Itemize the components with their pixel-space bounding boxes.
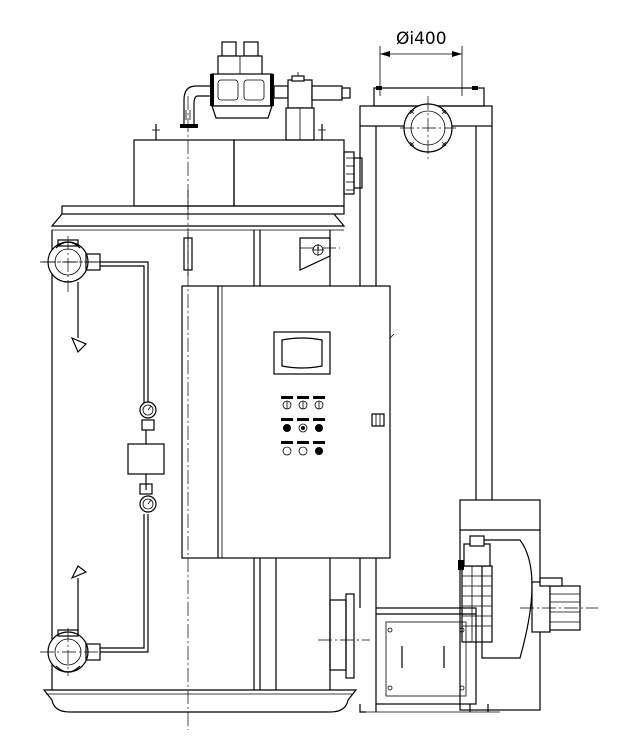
indicator-lights-row-2	[281, 441, 325, 456]
burner-gas-train	[180, 41, 351, 141]
base-cabinet	[359, 607, 500, 713]
indicator-lights-row-1	[281, 418, 325, 433]
left-instrument-piping	[40, 236, 165, 676]
selector-switches	[281, 396, 325, 410]
control-panel	[181, 285, 395, 559]
boiler-upper-section	[50, 124, 363, 231]
diameter-label: Øi400	[396, 29, 447, 49]
burner-fan-motor	[458, 499, 598, 711]
flue-diameter-dimension: Øi400	[379, 29, 463, 96]
centre-lines	[42, 96, 370, 730]
